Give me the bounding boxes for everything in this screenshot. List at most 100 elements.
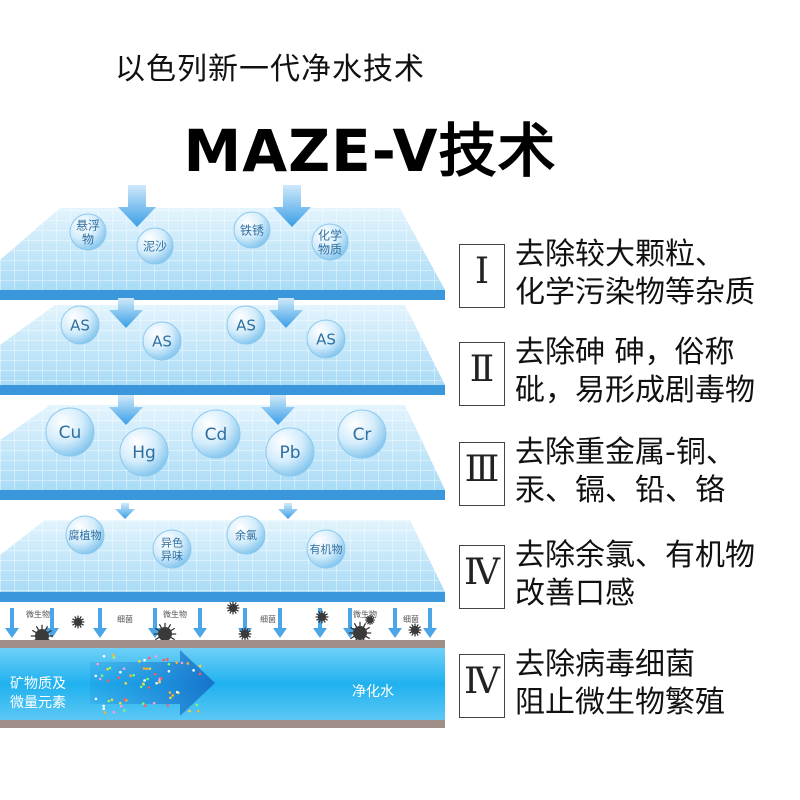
microbe-label: 细菌 <box>117 614 133 624</box>
flow-arrow <box>5 608 19 638</box>
mineral-dot <box>166 658 169 661</box>
bacteria-icon <box>226 601 240 615</box>
mineral-label-line1: 矿物质及 <box>10 676 66 692</box>
step-numeral-box: Ⅱ <box>459 342 505 406</box>
contaminant-sphere: 铁锈 <box>233 211 271 249</box>
mineral-dot <box>143 704 147 707</box>
flow-arrow <box>423 608 437 638</box>
step-numeral: Ⅳ <box>464 552 500 593</box>
step-text-line: 去除砷 砷，俗称 <box>515 335 735 370</box>
mineral-dot <box>117 676 120 680</box>
mineral-dot <box>169 696 172 700</box>
step-text-line: 去除余氯、有机物 <box>515 538 755 573</box>
mineral-dot <box>148 667 152 670</box>
microbe-label: 微生物 <box>353 609 377 619</box>
mineral-dot <box>98 677 102 681</box>
sphere-label: Cr <box>353 425 372 445</box>
sphere-label: Hg <box>132 443 156 463</box>
contaminant-sphere: 余氯 <box>226 515 266 555</box>
step-numeral-box: Ⅳ <box>459 545 505 609</box>
step-numeral-box: Ⅰ <box>459 244 505 308</box>
mineral-label-line2: 微量元素 <box>10 695 66 711</box>
mineral-dot <box>198 664 202 668</box>
step-numeral: Ⅳ <box>464 661 500 702</box>
sphere-label: 泥沙 <box>143 239 167 253</box>
mineral-dot <box>102 704 105 708</box>
purified-water-label: 净化水 <box>352 684 394 700</box>
bacteria-icon <box>71 615 85 629</box>
sphere-label: 异色 <box>161 535 183 549</box>
contaminant-sphere: 悬浮物 <box>69 213 107 251</box>
mineral-dot <box>123 709 126 712</box>
mineral-dot <box>106 667 110 671</box>
water-channel: 矿物质及 微量元素 净化水 <box>0 640 445 728</box>
mineral-dot <box>168 691 172 694</box>
subtitle: 以色列新一代净水技术 <box>115 52 425 87</box>
flow-direction-arrow <box>90 650 215 716</box>
flow-arrow <box>193 608 207 638</box>
mineral-dot <box>188 709 191 713</box>
sphere-label: AS <box>70 316 90 334</box>
mineral-dot <box>195 703 199 707</box>
flow-arrow <box>45 608 59 638</box>
contaminant-sphere: Pb <box>265 427 315 477</box>
mineral-dot <box>123 698 127 701</box>
mineral-dot <box>167 669 171 673</box>
sphere-label: 化学 <box>318 227 342 242</box>
mineral-dot <box>141 682 145 686</box>
mineral-dot <box>96 662 99 666</box>
sphere-label: Cd <box>205 425 228 445</box>
mineral-dot <box>152 701 156 705</box>
mineral-dot <box>158 680 161 684</box>
sphere-label: Cu <box>59 423 82 443</box>
step-5: Ⅳ 去除病毒细菌阻止微生物繁殖 <box>455 646 800 726</box>
mineral-dot <box>175 661 179 664</box>
sphere-label: 腐植物 <box>69 528 102 542</box>
mineral-dot <box>139 685 143 689</box>
filter-layer-1 <box>0 208 445 300</box>
contaminant-sphere: 有机物 <box>306 529 346 569</box>
flow-arrow <box>238 608 252 638</box>
mineral-dot <box>142 667 146 670</box>
sphere-label: 余氯 <box>235 528 257 542</box>
sphere-label: AS <box>152 332 172 350</box>
step-text-line: 去除重金属-铜、 <box>515 435 736 470</box>
mineral-dot <box>166 704 169 707</box>
mineral-dot <box>160 677 163 680</box>
mineral-dot <box>153 672 157 676</box>
mineral-dot <box>106 679 110 683</box>
step-1: Ⅰ 去除较大颗粒、化学污染物等杂质 <box>455 236 800 316</box>
step-text-line: 改善口感 <box>515 576 635 611</box>
flow-arrows <box>109 185 311 519</box>
mineral-dot <box>175 690 179 694</box>
mineral-dot <box>192 669 195 672</box>
bacteria-icon <box>238 627 252 641</box>
bacteria-icon <box>153 622 177 646</box>
mineral-dot <box>119 704 123 708</box>
mineral-dot <box>143 679 146 682</box>
microbe-label: 微生物 <box>26 609 50 619</box>
mineral-dot <box>118 701 122 705</box>
sphere-label: AS <box>316 330 336 348</box>
step-numeral: Ⅱ <box>469 349 495 390</box>
mineral-dot <box>138 660 141 663</box>
mineral-dot <box>111 653 115 657</box>
flow-arrow <box>388 608 402 638</box>
mineral-dot <box>197 709 200 713</box>
mineral-dot <box>147 686 151 689</box>
sphere-label: AS <box>236 316 256 334</box>
flow-arrow <box>273 608 287 638</box>
flow-arrow <box>93 608 107 638</box>
contaminant-sphere: Hg <box>119 427 169 477</box>
step-text-line: 化学污染物等杂质 <box>515 275 755 310</box>
mineral-dot <box>154 655 158 658</box>
mineral-dot <box>112 710 116 714</box>
step-numeral-box: Ⅲ <box>459 442 505 506</box>
step-numeral: Ⅲ <box>464 449 500 490</box>
contaminant-sphere: Cr <box>337 409 387 459</box>
contaminant-sphere: Cu <box>45 407 95 457</box>
mineral-dot <box>198 672 202 676</box>
mineral-dot <box>110 698 114 702</box>
